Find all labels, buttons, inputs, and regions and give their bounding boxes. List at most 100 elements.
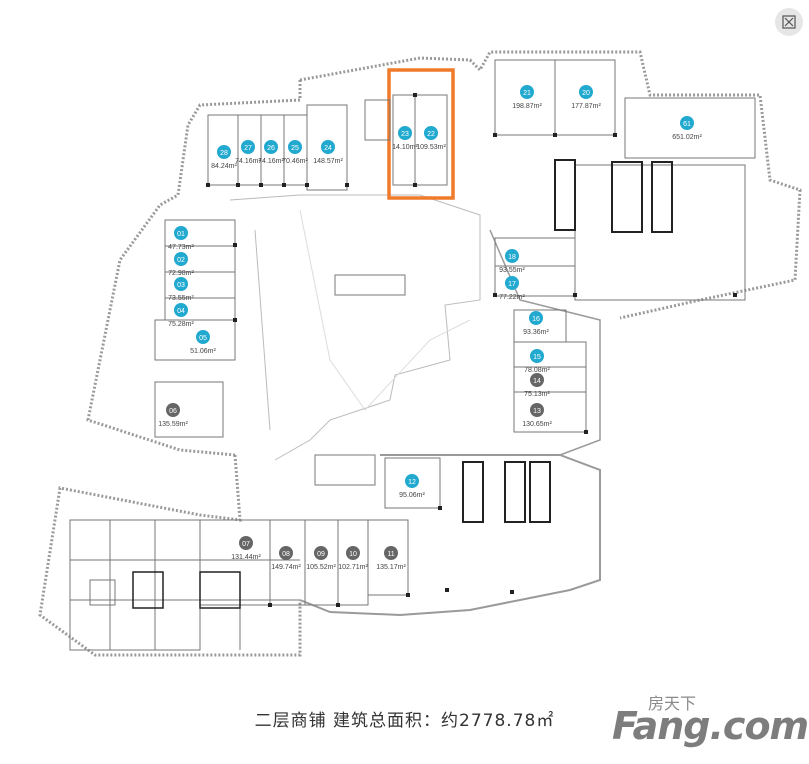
unit-area: 135.59m² [158, 421, 188, 428]
unit-number: 02 [177, 257, 185, 264]
unit-number: 10 [349, 551, 357, 558]
unit-area: 135.17m² [376, 564, 406, 571]
unit-number: 27 [244, 145, 252, 152]
unit-area: 177.87m² [571, 103, 601, 110]
unit-number: 01 [177, 231, 185, 238]
unit-number: 07 [242, 541, 250, 548]
unit-area: 72.98m² [168, 270, 194, 277]
unit-number: 12 [408, 479, 416, 486]
unit-badge-circle [520, 85, 534, 99]
unit-area: 73.55m² [168, 295, 194, 302]
unit-badge-circle [264, 140, 278, 154]
unit-badge-circle [174, 277, 188, 291]
unit-area: 149.74m² [271, 564, 301, 571]
unit-number: 21 [523, 90, 531, 97]
unit-number: 22 [427, 131, 435, 138]
unit-area: 84.24m² [211, 163, 237, 170]
unit-badge-circle [174, 226, 188, 240]
unit-area: 75.13m² [524, 391, 550, 398]
unit-number: 28 [220, 150, 228, 157]
unit-number: 26 [267, 145, 275, 152]
highlight-frame [387, 68, 455, 200]
unit-number: 06 [169, 408, 177, 415]
unit-badge-circle [174, 303, 188, 317]
unit-number: 16 [532, 316, 540, 323]
unit-area: 198.87m² [512, 103, 542, 110]
unit-badge-circle [529, 311, 543, 325]
close-icon [782, 15, 796, 29]
unit-number: 20 [582, 90, 590, 97]
structural-columns [206, 93, 737, 607]
unit-badge-circle [680, 116, 694, 130]
unit-25: 25 70.46m² [282, 140, 309, 165]
unit-badge-circle [314, 546, 328, 560]
unit-badge-circle [288, 140, 302, 154]
unit-badge-circle [217, 145, 231, 159]
unit-badge-circle [321, 140, 335, 154]
unit-number: 05 [199, 335, 207, 342]
unit-area: 105.52m² [306, 564, 336, 571]
unit-badge-circle [505, 249, 519, 263]
unit-number: 14 [533, 378, 541, 385]
unit-badge-circle [398, 126, 412, 140]
watermark-en: Fang.com [612, 704, 809, 748]
unit-area: 70.46m² [282, 158, 308, 165]
unit-area: 77.22m² [499, 294, 525, 301]
unit-20: 20 177.87m² [571, 85, 601, 110]
unit-17: 17 77.22m² [499, 276, 526, 301]
unit-badge-circle [530, 403, 544, 417]
unit-area: 14.10m² [392, 144, 418, 151]
unit-number: 18 [508, 254, 516, 261]
unit-number: 17 [508, 281, 516, 288]
unit-badge-circle [174, 252, 188, 266]
unit-number: 15 [533, 354, 541, 361]
unit-22: 22 109.53m² [416, 126, 446, 151]
unit-cells [69, 59, 756, 651]
unit-badge-circle [239, 536, 253, 550]
unit-badge-circle [346, 546, 360, 560]
unit-badge-circle [196, 330, 210, 344]
unit-area: 75.28m² [168, 321, 194, 328]
building-outline [38, 50, 802, 657]
unit-27: 27 74.16m² [235, 140, 262, 165]
unit-area: 74.16m² [235, 158, 261, 165]
unit-number: 24 [324, 145, 332, 152]
unit-area: 51.06m² [190, 348, 216, 355]
unit-area: 95.06m² [399, 492, 425, 499]
unit-badge-circle [424, 126, 438, 140]
unit-area: 93.55m² [499, 267, 525, 274]
unit-14: 14 75.13m² [524, 373, 551, 398]
unit-number: 25 [291, 145, 299, 152]
unit-number: 11 [387, 551, 394, 558]
unit-area: 651.02m² [672, 134, 702, 141]
unit-number: 09 [317, 551, 325, 558]
unit-badge-circle [530, 349, 544, 363]
unit-03: 03 73.55m² [168, 277, 195, 302]
unit-10: 10 102.71m² [338, 546, 368, 571]
unit-number: 13 [533, 408, 541, 415]
unit-number: 04 [177, 308, 185, 315]
close-button[interactable] [775, 8, 803, 36]
unit-11: 11 135.17m² [376, 546, 406, 571]
unit-area: 78.08m² [524, 367, 550, 374]
floor-caption: 二层商铺 建筑总面积：约2778.78㎡ [254, 711, 555, 731]
unit-area: 109.53m² [416, 144, 446, 151]
unit-21: 21 198.87m² [512, 85, 542, 110]
unit-04: 04 75.28m² [168, 303, 195, 328]
unit-number: 03 [177, 282, 185, 289]
unit-06: 06 135.59m² [158, 403, 188, 428]
unit-12: 12 95.06m² [399, 474, 426, 499]
unit-area: 130.65m² [522, 421, 552, 428]
unit-area: 102.71m² [338, 564, 368, 571]
unit-badge-circle [279, 546, 293, 560]
unit-05: 05 51.06m² [190, 330, 217, 355]
watermark-logo: 房天下 Fang.com [612, 690, 809, 752]
unit-area: 148.57m² [313, 158, 343, 165]
